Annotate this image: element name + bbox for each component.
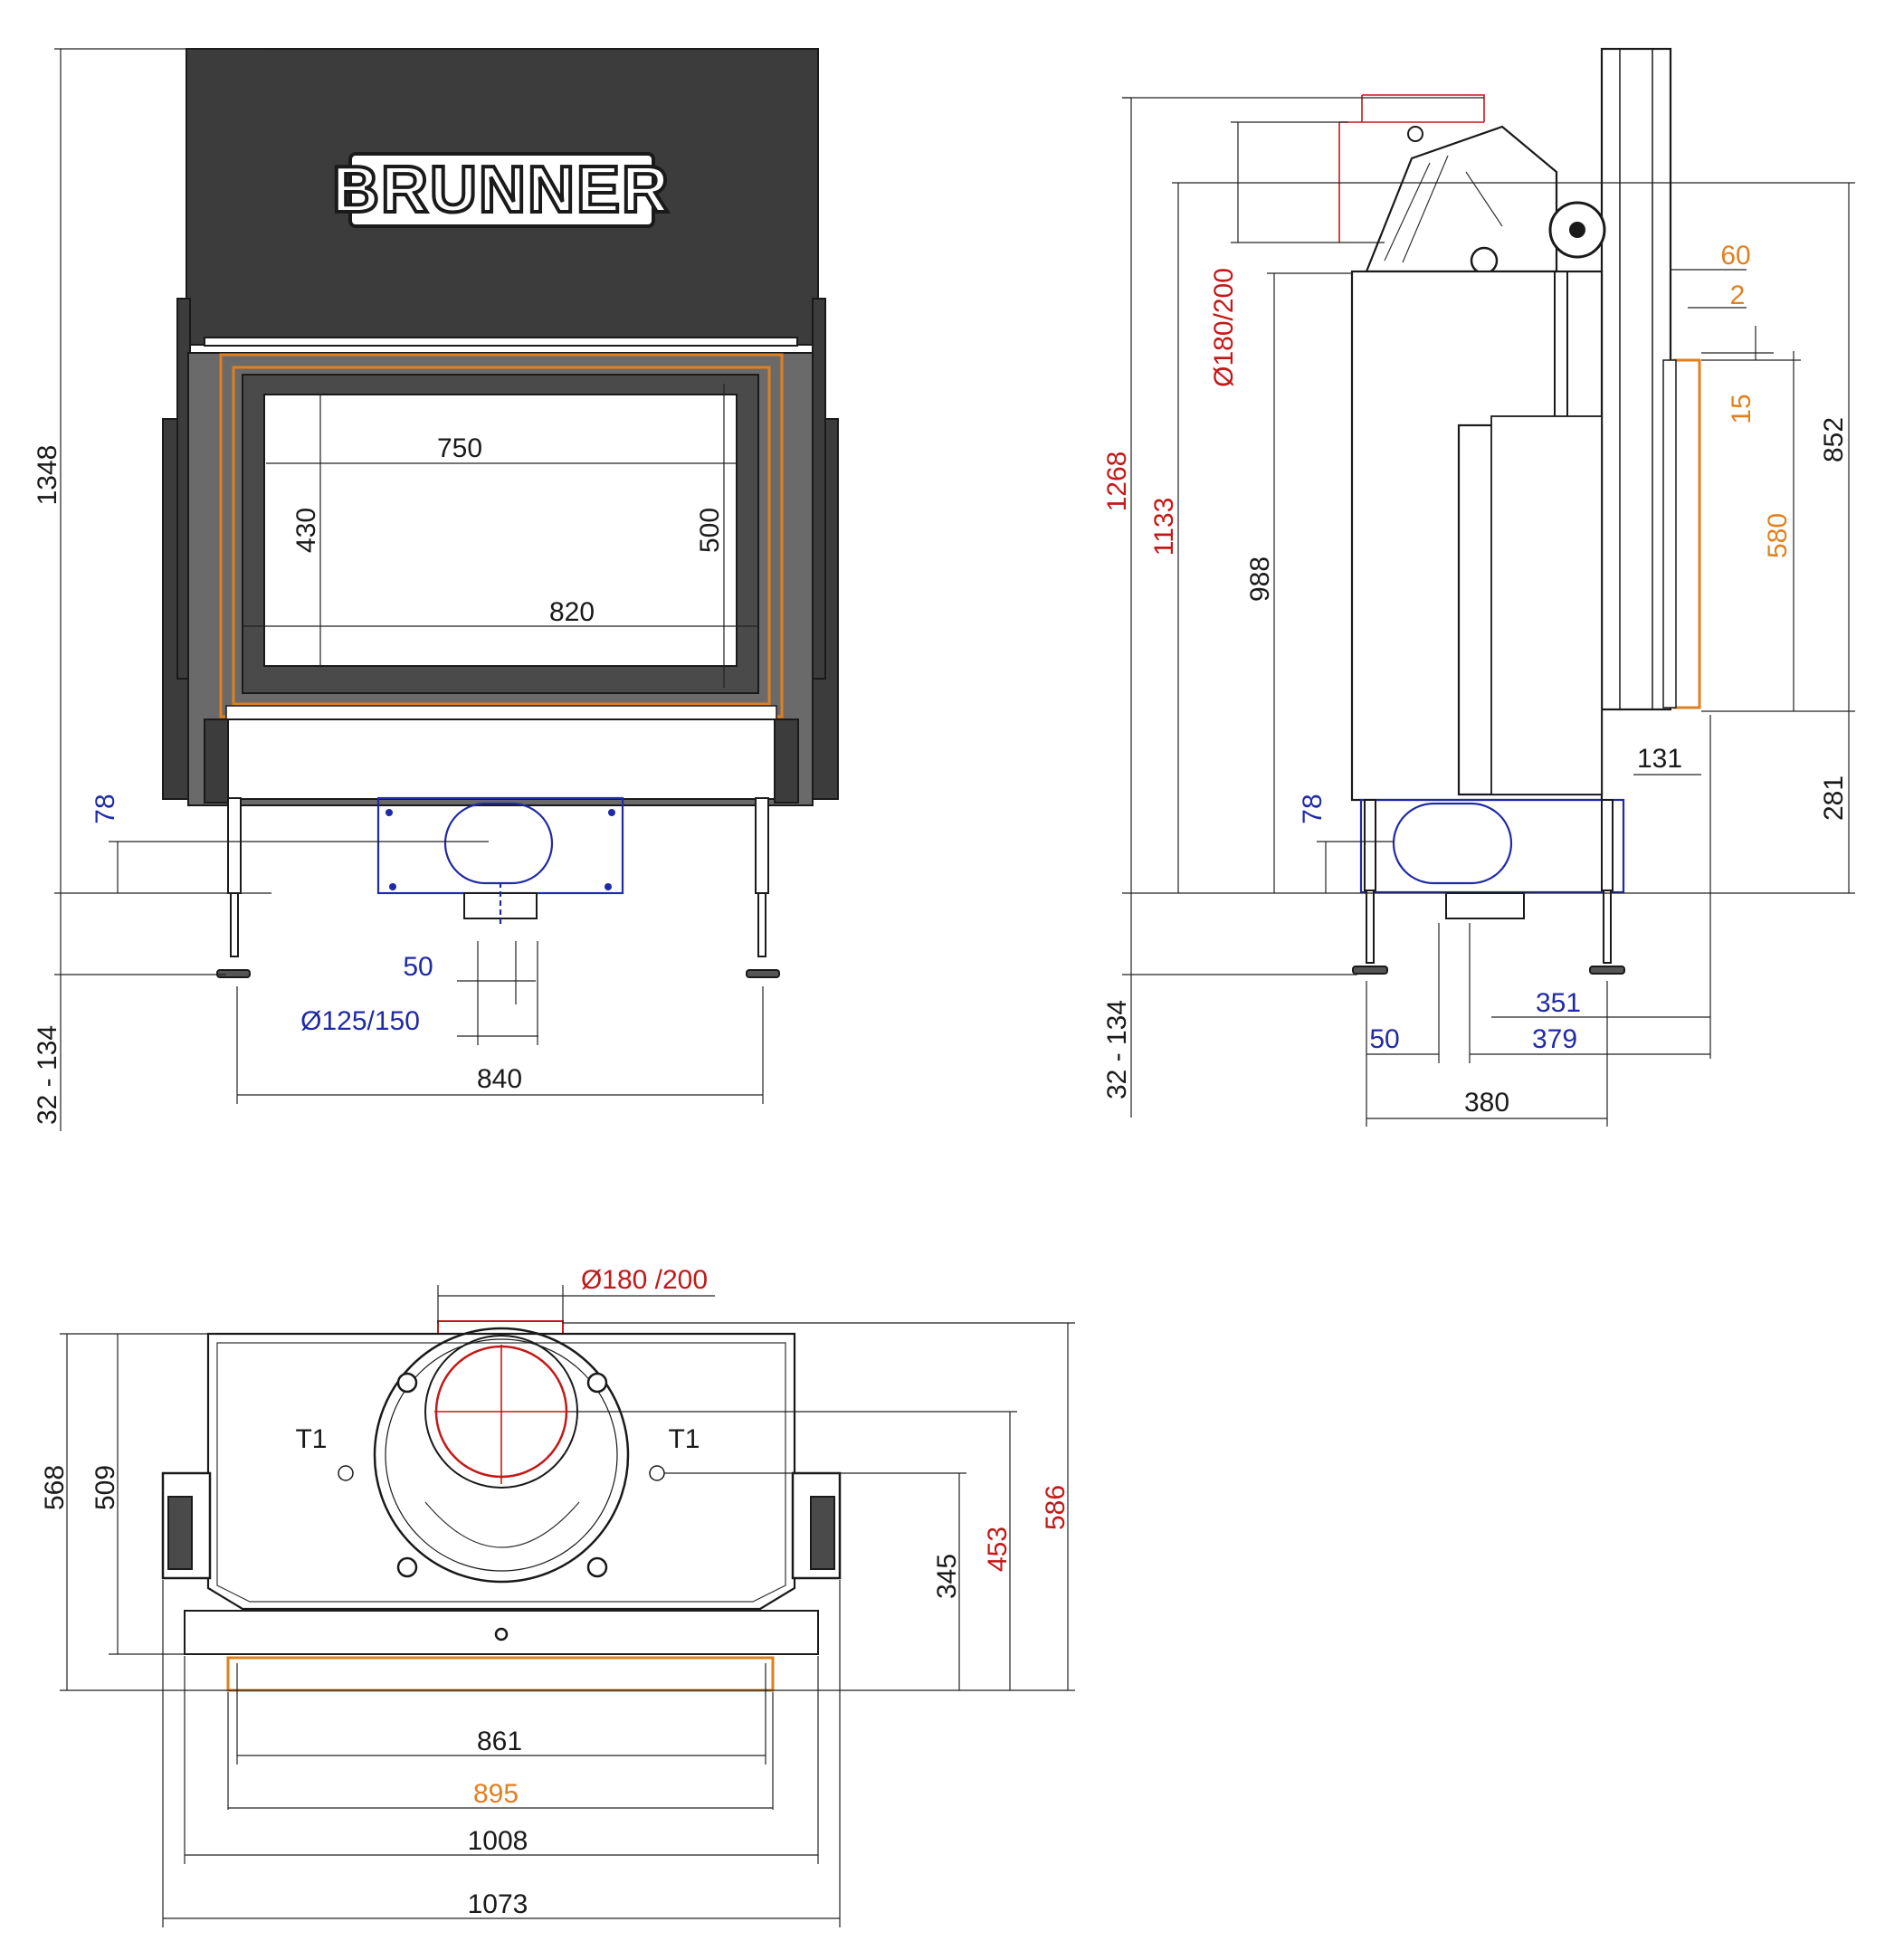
t1-hole-left: [338, 1465, 354, 1481]
side-frame-depth: 131: [1637, 744, 1682, 774]
front-foot-left: [216, 969, 251, 978]
front-lower-base: [207, 718, 795, 800]
top-depth-586: 586: [1041, 1485, 1071, 1530]
front-lower-left: [204, 718, 229, 804]
t1-hole-right: [649, 1465, 665, 1481]
side-frame-top: 15: [1727, 394, 1756, 423]
side-leg-rear: [1601, 799, 1614, 891]
front-inlet-diameter: Ø125/150: [300, 1006, 420, 1036]
top-t1-left: T1: [295, 1424, 327, 1454]
top-t1-right: T1: [668, 1424, 700, 1454]
side-leg-adjust: 32 - 134: [1102, 1000, 1132, 1099]
brand-plate: [348, 152, 655, 228]
door-glass: [263, 394, 738, 667]
front-leg-right: [755, 797, 769, 894]
front-lower-right: [774, 718, 799, 804]
front-glass-width: 820: [549, 597, 595, 627]
front-leg-adjust: 32 - 134: [33, 1025, 62, 1125]
air-inlet-box: [376, 796, 624, 895]
side-air-spigot: [1445, 892, 1525, 919]
front-opening-height: 430: [291, 508, 321, 553]
side-air-oval: [1392, 802, 1513, 885]
top-width-1008: 1008: [468, 1826, 528, 1856]
side-base-height: 281: [1819, 775, 1849, 821]
front-inlet-offset: 50: [403, 952, 433, 982]
side-leg-depth: 380: [1464, 1088, 1509, 1118]
side-door-height: 852: [1819, 417, 1849, 462]
side-frame-offset: 60: [1720, 241, 1750, 271]
top-width-1073: 1073: [468, 1889, 528, 1919]
front-view: BRUNNER: [33, 48, 839, 1131]
side-depth-outlet: 379: [1532, 1024, 1577, 1054]
side-frame-height: 580: [1763, 513, 1793, 558]
air-inlet-oval: [443, 802, 554, 885]
top-width-895: 895: [473, 1779, 519, 1809]
hood-ledge: [204, 337, 798, 347]
side-flue-diameter: Ø180/200: [1209, 268, 1239, 387]
top-depth-345: 345: [932, 1554, 962, 1599]
side-inlet-height: 78: [1298, 794, 1328, 823]
top-depth-509: 509: [90, 1465, 120, 1510]
top-housing-circle: [373, 1327, 630, 1584]
top-width-861: 861: [477, 1727, 522, 1756]
top-depth-453: 453: [983, 1527, 1013, 1572]
top-depth-568: 568: [40, 1465, 70, 1510]
side-inlet-offset: 50: [1369, 1024, 1399, 1054]
front-leg-left: [227, 797, 242, 894]
side-frame-gap: 2: [1730, 281, 1746, 310]
brand-logo: BRUNNER: [332, 154, 671, 226]
side-damper-housing: [1365, 125, 1558, 273]
front-foot-right: [746, 969, 780, 978]
top-view: Ø180 /200 T1 T1 568 509 345 453 586 861 …: [40, 1265, 1075, 1927]
side-frame: [1672, 358, 1701, 709]
front-right-upright: [812, 298, 826, 680]
side-depth-inlet: 351: [1536, 988, 1581, 1018]
front-glass-height: 500: [695, 508, 725, 553]
front-opening-width: 750: [437, 433, 482, 463]
front-inlet-height: 78: [90, 794, 120, 823]
side-height-top: 1268: [1102, 452, 1132, 512]
side-height-outlet: 1133: [1149, 498, 1179, 557]
side-rear-plate: [1600, 47, 1672, 711]
side-leg-front: [1364, 799, 1376, 891]
side-height-body: 988: [1245, 557, 1275, 602]
top-frame: [226, 1656, 775, 1692]
top-flue-diameter: Ø180 /200: [581, 1265, 708, 1295]
door-frame-inner: [232, 366, 771, 706]
front-overall-height: 1348: [33, 445, 62, 506]
front-leg-spacing: 840: [477, 1064, 522, 1094]
side-view: Ø180/200 1268 1133 988 32 - 134 78 60 2 …: [1102, 47, 1855, 1127]
